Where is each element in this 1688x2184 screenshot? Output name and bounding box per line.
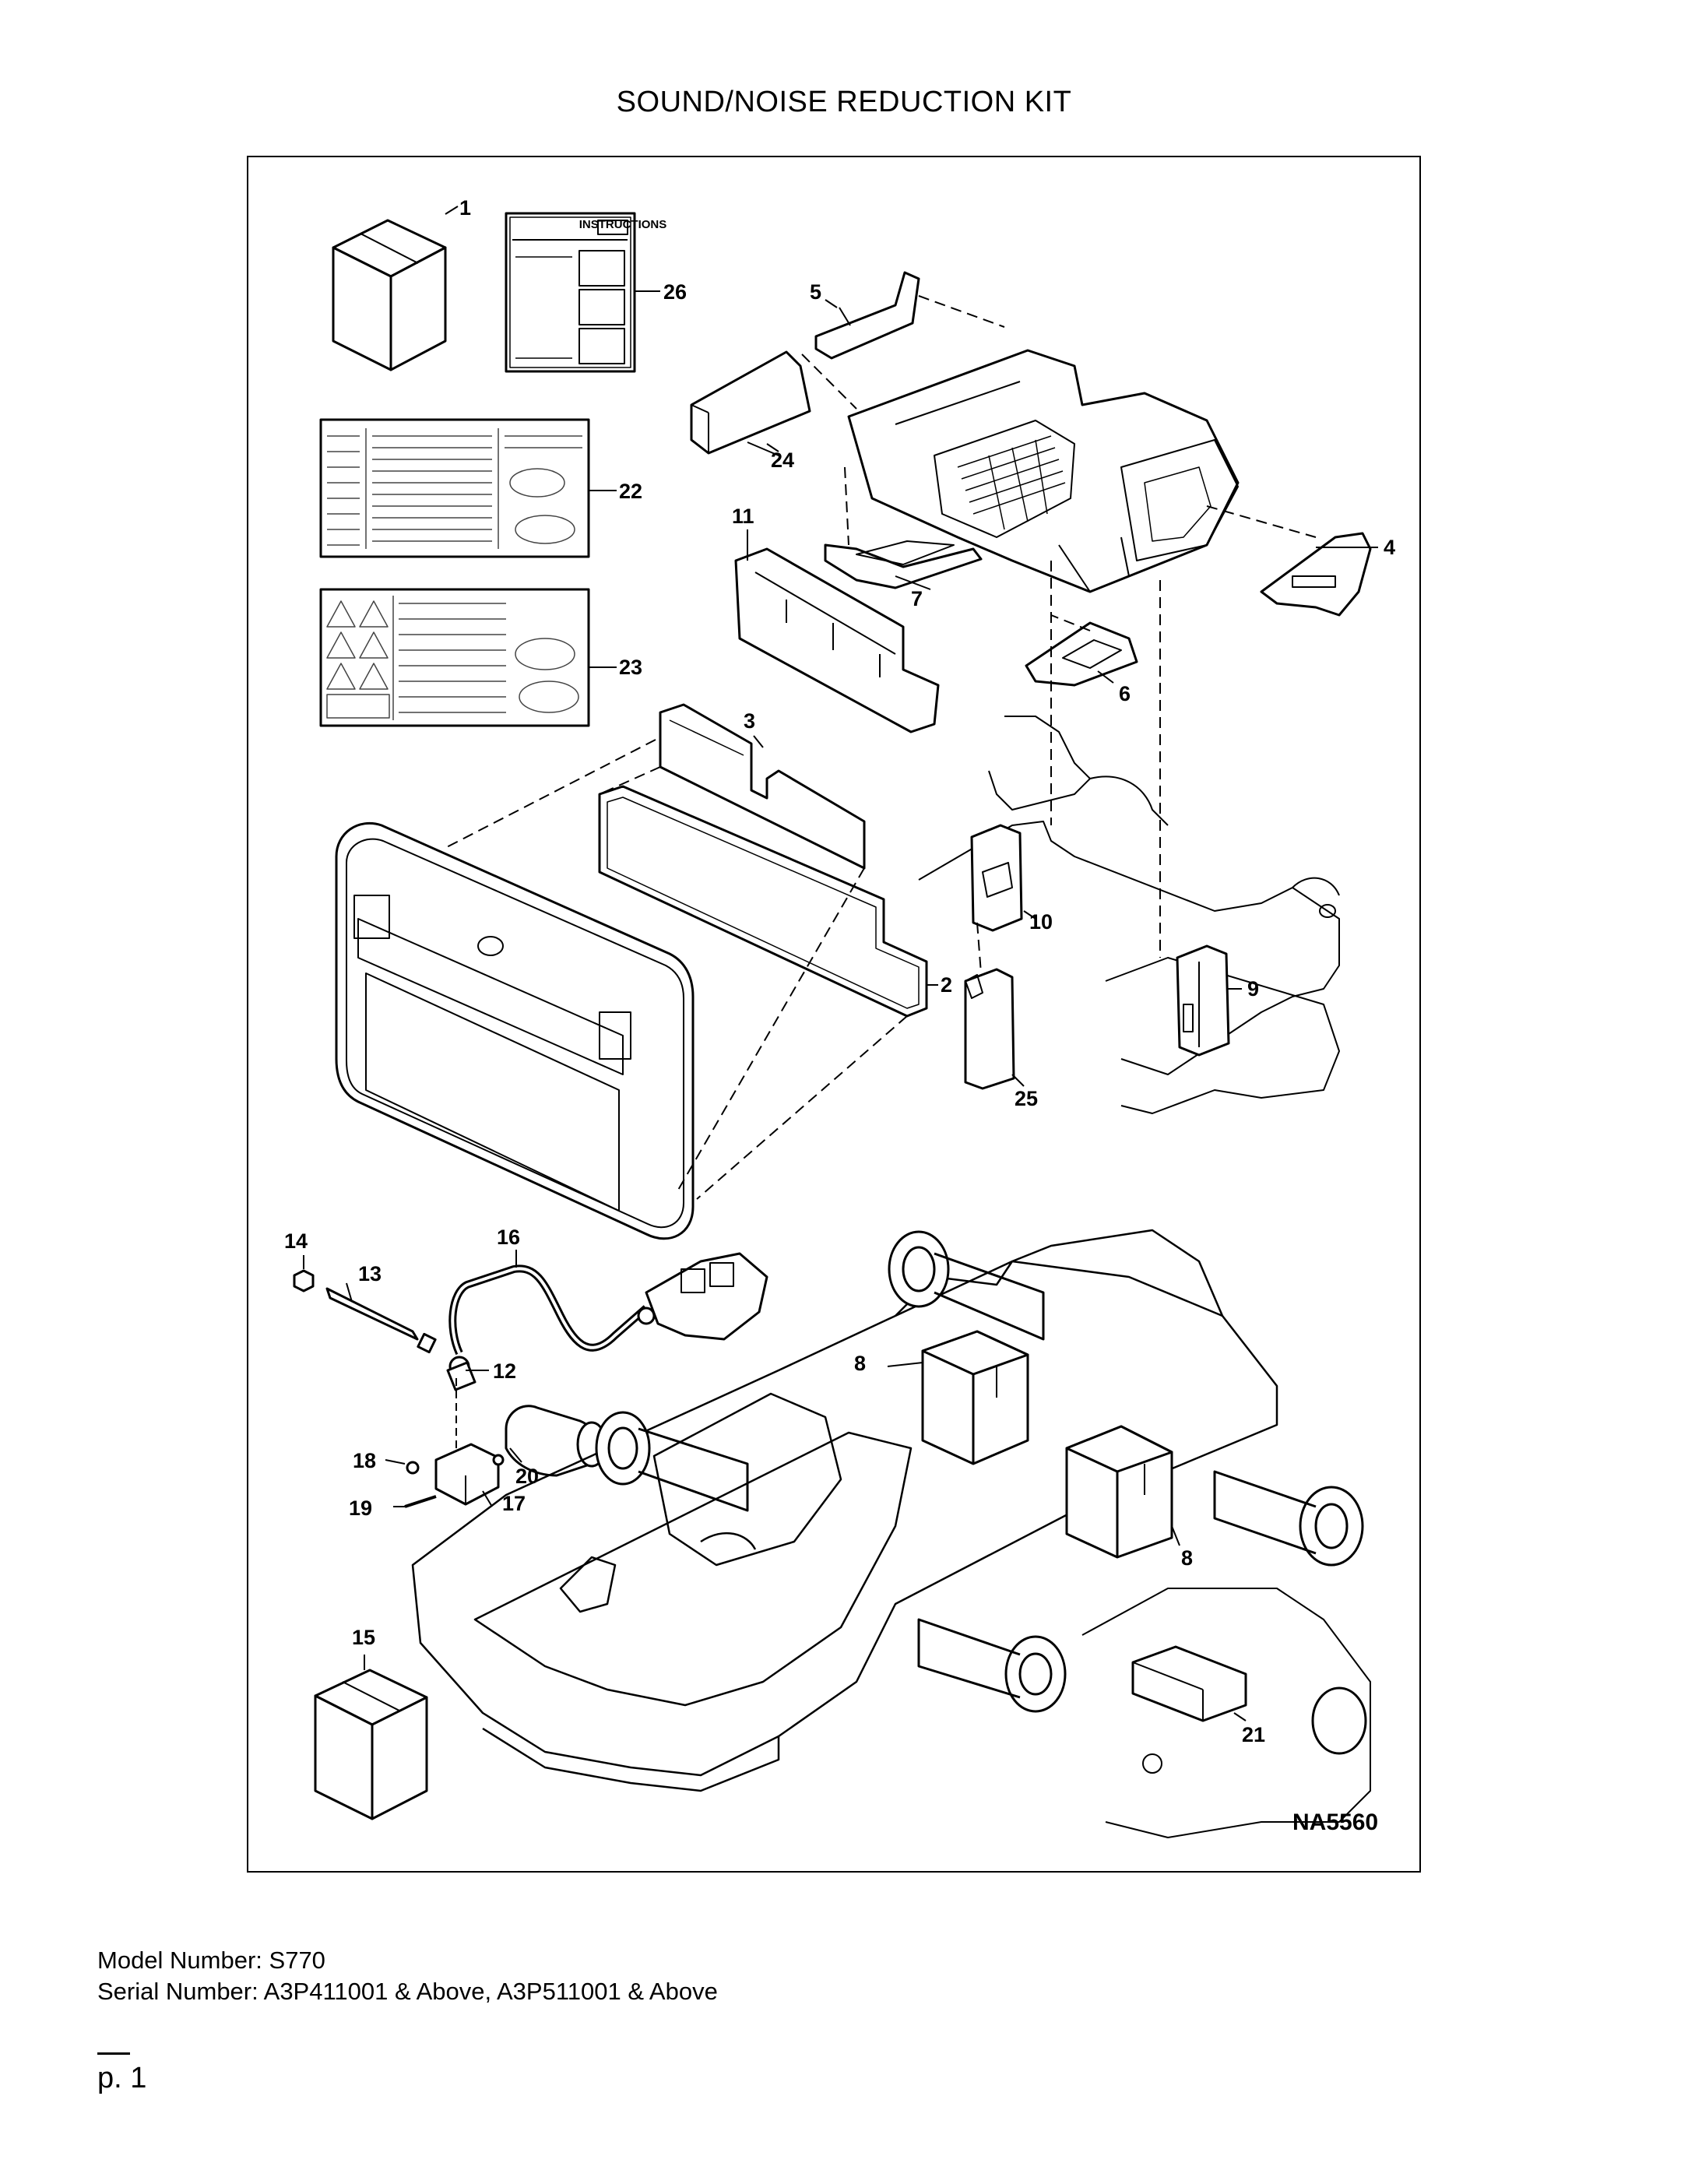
part-1-box — [332, 206, 459, 371]
part-9-block — [1176, 944, 1230, 1057]
callout-19: 19 — [349, 1496, 372, 1520]
part-7-pad — [824, 540, 983, 589]
callout-3: 3 — [744, 709, 755, 733]
callout-1: 1 — [459, 196, 471, 220]
part-10-block — [970, 824, 1023, 932]
part-24-pad — [690, 350, 811, 456]
callout-13: 13 — [358, 1262, 382, 1285]
part-11-panel — [734, 547, 940, 733]
dashed-assembly-lines — [443, 295, 1317, 1200]
callout-23: 23 — [619, 656, 642, 679]
part-26-instructions — [505, 212, 660, 373]
callout-21: 21 — [1242, 1723, 1265, 1746]
callout-25: 25 — [1015, 1087, 1038, 1110]
callout-2: 2 — [941, 973, 952, 997]
axles — [595, 1230, 1367, 1755]
diagram-frame — [247, 156, 1421, 1873]
hydraulic-parts — [293, 1252, 768, 1508]
part-8-blocks — [921, 1330, 1173, 1559]
instructions-label: INSTRUCTIONS — [579, 218, 667, 231]
footer-rule — [97, 2052, 130, 2055]
callout-22: 22 — [619, 480, 642, 503]
callout-8-bottom: 8 — [1181, 1546, 1193, 1570]
figure-id: NA5560 — [1292, 1809, 1378, 1835]
callout-8-top: 8 — [854, 1352, 866, 1375]
callout-4: 4 — [1384, 536, 1395, 559]
part-15-box — [314, 1655, 428, 1820]
callout-7: 7 — [911, 587, 923, 610]
callout-11: 11 — [732, 505, 754, 528]
callout-18: 18 — [353, 1449, 376, 1472]
part-25-block — [964, 968, 1015, 1090]
part-4-pad — [1260, 532, 1372, 617]
leader-lines — [303, 299, 1378, 1722]
part-2-panel — [598, 785, 938, 1018]
callout-9: 9 — [1247, 977, 1259, 1001]
callout-12: 12 — [493, 1359, 516, 1383]
part-6-pad — [1025, 621, 1138, 687]
callout-6: 6 — [1119, 682, 1131, 705]
page-number: p. 1 — [97, 2062, 147, 2094]
callout-5: 5 — [810, 280, 821, 304]
part-21-detail — [1081, 1588, 1371, 1838]
part-23-decal — [319, 588, 617, 727]
page-title: SOUND/NOISE REDUCTION KIT — [616, 86, 1072, 118]
callout-20: 20 — [515, 1465, 539, 1488]
cab-front-panel — [335, 821, 695, 1240]
callout-16: 16 — [497, 1226, 520, 1249]
callout-10: 10 — [1029, 910, 1053, 934]
serial-number: Serial Number: A3P411001 & Above, A3P511… — [97, 1978, 718, 2005]
callout-24: 24 — [771, 448, 794, 472]
cab-floor-assembly — [847, 349, 1240, 593]
part-3-panel — [659, 703, 866, 870]
model-number: Model Number: S770 — [97, 1947, 325, 1974]
callout-26: 26 — [663, 280, 687, 304]
callout-15: 15 — [352, 1626, 375, 1649]
part-22-decal — [319, 418, 617, 558]
part-5-pad — [814, 271, 920, 360]
callout-17: 17 — [502, 1492, 526, 1515]
callout-14: 14 — [284, 1229, 308, 1253]
